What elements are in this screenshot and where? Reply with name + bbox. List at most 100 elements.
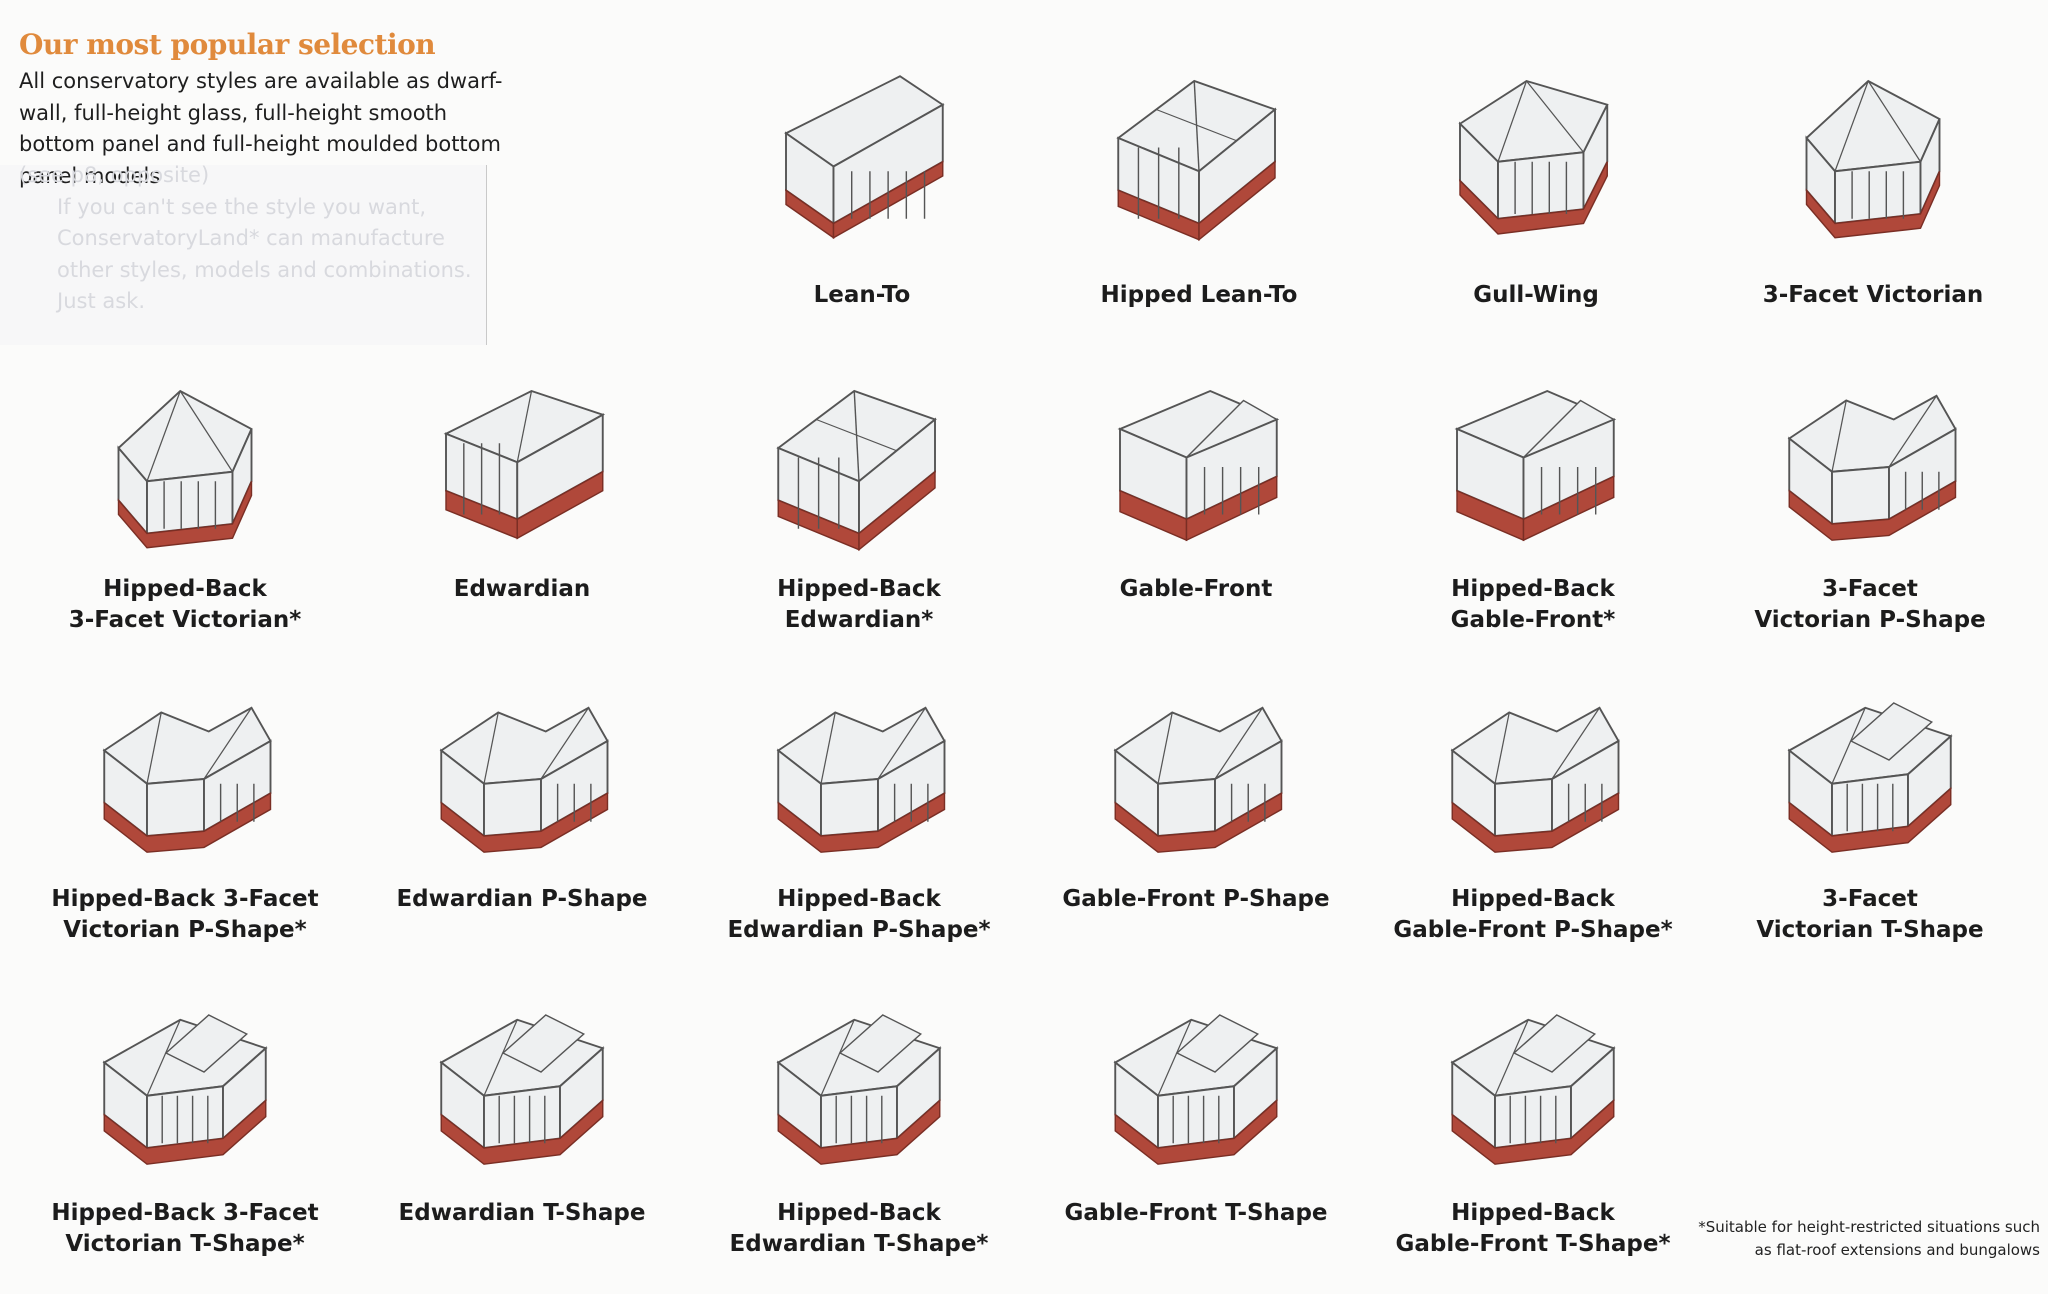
style-label-line: 3-Facet Victorian* [68,607,302,633]
conservatory-illustration [439,706,609,853]
style-label-line: Victorian P-Shape [1754,607,1986,633]
style-label-line: 3-Facet [1822,576,1918,602]
conservatory-illustration [117,389,253,549]
style-label-line: Victorian T-Shape [1756,917,1984,943]
style-label: Gable-Front P-Shape [1031,884,1361,915]
conservatory-illustration [102,1014,268,1165]
style-label-line: Gull-Wing [1473,282,1599,308]
faded-line-1: (see p8, opposite) [19,163,210,187]
style-tile: 3-Facet Victorian [1708,62,2038,342]
style-tile: Edwardian P-Shape [357,684,687,964]
style-tile: Edwardian T-Shape [357,996,687,1276]
style-tile: Hipped Lean-To [1034,62,1364,342]
style-label-line: Edwardian T-Shape* [729,1231,989,1257]
conservatory-illustration [1450,706,1620,853]
style-tile: Gull-Wing [1371,62,1701,342]
style-label-line: Hipped-Back [103,576,267,602]
faded-note: (see p8, opposite) If you can't see the … [19,160,479,318]
style-label: Edwardian P-Shape [357,884,687,915]
conservatory-illustration [784,75,945,240]
style-tile: Hipped-Back 3-Facet Victorian* [20,372,350,652]
style-label-line: Gable-Front T-Shape* [1395,1231,1671,1257]
conservatory-illustration [1450,1014,1616,1165]
style-label-line: 3-Facet Victorian [1762,282,1984,308]
style-tile: Gable-Front T-Shape [1031,996,1361,1276]
style-label-line: Hipped-Back [1451,1200,1615,1226]
style-label: Gull-Wing [1371,280,1701,311]
style-label: Edwardian T-Shape [357,1198,687,1229]
style-label-line: Hipped Lean-To [1100,282,1298,308]
style-label-line: Victorian P-Shape* [63,917,307,943]
conservatory-illustration [776,1014,942,1165]
conservatory-illustration [1116,79,1277,242]
style-tile: Gable-Front P-Shape [1031,684,1361,964]
conservatory-illustration [443,389,606,540]
style-label-line: Hipped-Back [777,576,941,602]
style-label-line: Gable-Front T-Shape [1064,1200,1328,1226]
style-label-line: Edwardian* [784,607,934,633]
conservatory-illustration [1805,79,1941,239]
style-label-line: Gable-Front [1119,576,1273,602]
style-label: Gable-Front T-Shape [1031,1198,1361,1229]
footnote: *Suitable for height-restricted situatio… [1698,1218,2040,1259]
conservatory-illustration [776,389,937,552]
intro-text: All conservatory styles are available as… [19,69,503,188]
style-label-line: Hipped-Back [777,1200,941,1226]
conservatory-illustration [1458,79,1609,235]
conservatory-illustration [776,706,946,853]
page-heading: Our most popular selection [19,28,436,61]
conservatory-illustration [1454,389,1617,542]
style-label-line: Edwardian P-Shape* [727,917,991,943]
conservatory-illustration [1787,702,1953,853]
style-label-line: Hipped-Back [1451,886,1615,912]
style-label-line: Gable-Front P-Shape* [1393,917,1673,943]
style-label-line: Hipped-Back [777,886,941,912]
style-label: Gable-Front [1031,574,1361,605]
faded-line-2: If you can't see the style you want, Con… [57,194,472,314]
style-label-line: Hipped-Back 3-Facet [51,1200,319,1226]
style-label-line: Hipped-Back [1451,576,1615,602]
style-label-line: Edwardian P-Shape [396,886,648,912]
faded-text-panel [0,165,487,345]
style-label-line: Gable-Front* [1450,607,1616,633]
style-label: 3-Facet Victorian [1708,280,2038,311]
conservatory-illustration [1117,389,1280,542]
style-label-line: Gable-Front P-Shape [1062,886,1330,912]
style-tile: Lean-To [697,62,1027,342]
style-label-line: Victorian T-Shape* [65,1231,305,1257]
style-label: Hipped-Back 3-Facet Victorian* [20,574,350,636]
style-label: Lean-To [697,280,1027,311]
style-tile: Edwardian [357,372,687,652]
conservatory-illustration [1113,706,1283,853]
style-label: Edwardian [357,574,687,605]
style-label-line: Hipped-Back 3-Facet [51,886,319,912]
style-tile: Gable-Front [1031,372,1361,652]
conservatory-illustration [1787,394,1957,541]
style-label-line: Edwardian [453,576,591,602]
style-label-line: 3-Facet [1822,886,1918,912]
style-label: Hipped Lean-To [1034,280,1364,311]
conservatory-illustration [102,706,272,853]
conservatory-illustration [1113,1014,1279,1165]
style-label-line: Lean-To [813,282,911,308]
